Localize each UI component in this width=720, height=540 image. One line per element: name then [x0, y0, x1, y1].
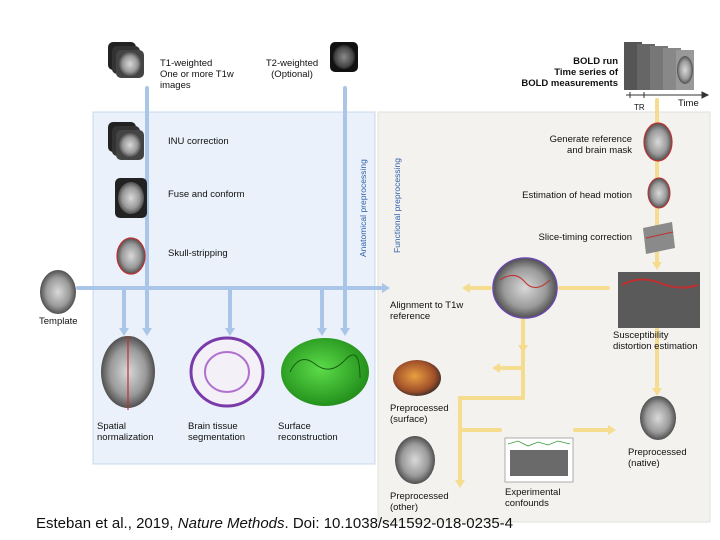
bold-series	[624, 42, 694, 90]
pp-surface-label: Preprocessed(surface)	[390, 403, 449, 425]
pp-native-image	[640, 396, 676, 440]
surface-reconstruction-image	[281, 338, 369, 406]
tr-label: TR	[634, 103, 645, 112]
time-axis	[626, 91, 710, 99]
inu-label: INU correction	[168, 136, 229, 147]
citation-journal: Nature Methods	[177, 515, 285, 532]
citation-doi: . Doi: 10.1038/s41592-018-0235-4	[284, 515, 514, 532]
skull-label: Skull-stripping	[168, 248, 228, 259]
motion-label: Estimation of head motion	[522, 190, 632, 201]
reference-image	[643, 122, 673, 162]
functional-panel-label: Functional preprocessing	[392, 158, 402, 253]
citation: Esteban et al., 2019, Nature Methods. Do…	[36, 515, 513, 532]
time-label: Time	[678, 98, 699, 109]
anatomical-arrowheads	[119, 283, 390, 336]
pp-native-label: Preprocessed(native)	[628, 447, 687, 469]
template-image	[40, 270, 76, 314]
pp-other-label: Preprocessed(other)	[390, 491, 449, 513]
t2-label: T2-weighted(Optional)	[265, 58, 319, 80]
fuse-image	[115, 178, 147, 218]
inu-image-stack	[108, 122, 144, 160]
citation-authors: Esteban et al., 2019,	[36, 515, 178, 532]
head-motion-image	[647, 177, 671, 209]
template-label: Template	[39, 316, 78, 327]
pp-other-image	[395, 436, 435, 484]
fuse-label: Fuse and conform	[168, 189, 245, 200]
slice-timing-image	[643, 222, 675, 254]
spatial-normalization-image	[101, 336, 155, 410]
t1-image-stack	[108, 42, 144, 78]
tissue-segmentation-image	[189, 336, 265, 408]
confounds-plot	[504, 437, 574, 483]
pp-surface-image	[393, 360, 441, 396]
anatomical-flow-lines	[76, 86, 384, 330]
slice-timing-label: Slice-timing correction	[538, 232, 632, 243]
anatomical-panel-label: Anatomical preprocessing	[358, 159, 368, 257]
alignment-image	[492, 257, 558, 319]
distortion-image	[618, 272, 700, 328]
skull-strip-image	[116, 237, 146, 275]
functional-arrowheads	[455, 262, 662, 488]
t2-image	[330, 42, 358, 72]
